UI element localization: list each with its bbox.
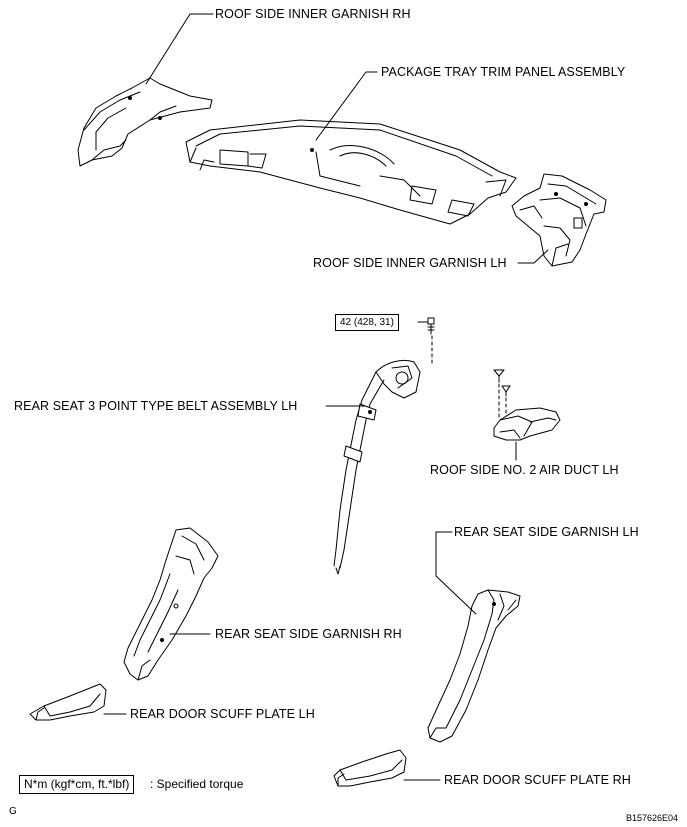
legend-torque-unit: N*m (kgf*cm, ft.*lbf) bbox=[19, 775, 135, 794]
leader-seat-side-garnish-lh bbox=[435, 531, 477, 615]
leader-roof-garnish-lh bbox=[517, 249, 549, 264]
legend-torque-text: : Specified torque bbox=[150, 777, 244, 791]
label-rear-seat-side-garnish-lh: REAR SEAT SIDE GARNISH LH bbox=[454, 525, 639, 539]
rear-seat-side-garnish-lh-part bbox=[427, 589, 521, 743]
rear-door-scuff-plate-lh-part bbox=[29, 683, 107, 721]
label-package-tray-trim-panel: PACKAGE TRAY TRIM PANEL ASSEMBLY bbox=[381, 65, 626, 79]
air-duct-clips bbox=[493, 369, 511, 421]
label-rear-seat-side-garnish-rh: REAR SEAT SIDE GARNISH RH bbox=[215, 627, 402, 641]
figure-id: B157626E04 bbox=[626, 813, 679, 823]
leader-roof-garnish-rh bbox=[145, 13, 214, 85]
corner-mark: G bbox=[9, 806, 17, 817]
package-tray-trim-panel-part bbox=[185, 119, 517, 225]
roof-side-air-duct-lh-part bbox=[493, 407, 561, 441]
rear-seat-side-garnish-rh-part bbox=[123, 527, 219, 681]
label-rear-door-scuff-plate-rh: REAR DOOR SCUFF PLATE RH bbox=[444, 773, 631, 787]
rear-seat-belt-assembly-lh-part bbox=[333, 359, 421, 575]
label-roof-side-air-duct-lh: ROOF SIDE NO. 2 AIR DUCT LH bbox=[430, 463, 619, 477]
label-rear-door-scuff-plate-lh: REAR DOOR SCUFF PLATE LH bbox=[130, 707, 315, 721]
roof-side-inner-garnish-lh-part bbox=[511, 173, 607, 267]
label-roof-side-inner-garnish-lh: ROOF SIDE INNER GARNISH LH bbox=[313, 256, 507, 270]
roof-side-inner-garnish-rh-part bbox=[77, 77, 213, 167]
label-roof-side-inner-garnish-rh: ROOF SIDE INNER GARNISH RH bbox=[215, 7, 411, 21]
rear-door-scuff-plate-rh-part bbox=[333, 749, 407, 787]
leader-package-tray bbox=[315, 71, 378, 141]
anchor-bolt bbox=[427, 317, 435, 335]
label-rear-seat-belt-assembly-lh: REAR SEAT 3 POINT TYPE BELT ASSEMBLY LH bbox=[14, 399, 298, 413]
torque-spec-box: 42 (428, 31) bbox=[335, 314, 399, 331]
